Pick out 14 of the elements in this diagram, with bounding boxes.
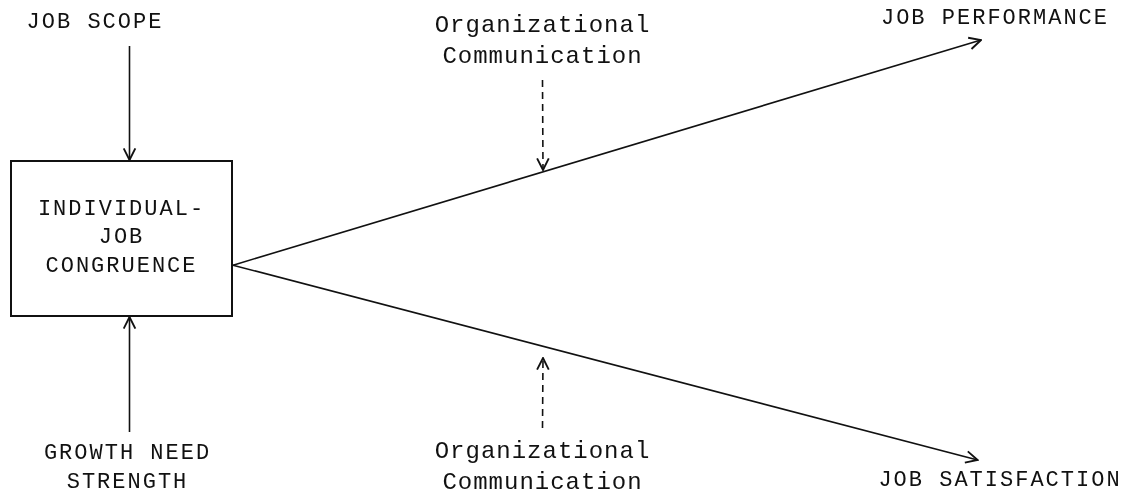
process-box [10,160,233,317]
label-text: Organizational Communication [433,10,652,72]
arrow [122,316,137,433]
dashed-arrow [536,357,550,429]
dashed-arrow [536,79,550,171]
arrow [232,36,982,266]
label-text: Organizational Communication [433,436,652,498]
label-text: JOB SATISFACTION [878,466,1122,495]
arrow [122,45,137,161]
box-label: INDIVIDUAL- JOB CONGRUENCE [36,195,207,281]
arrow [232,264,979,464]
label-text: GROWTH NEED STRENGTH [42,440,213,497]
label-text: JOB PERFORMANCE [880,4,1109,33]
label-text: JOB SCOPE [26,8,164,37]
